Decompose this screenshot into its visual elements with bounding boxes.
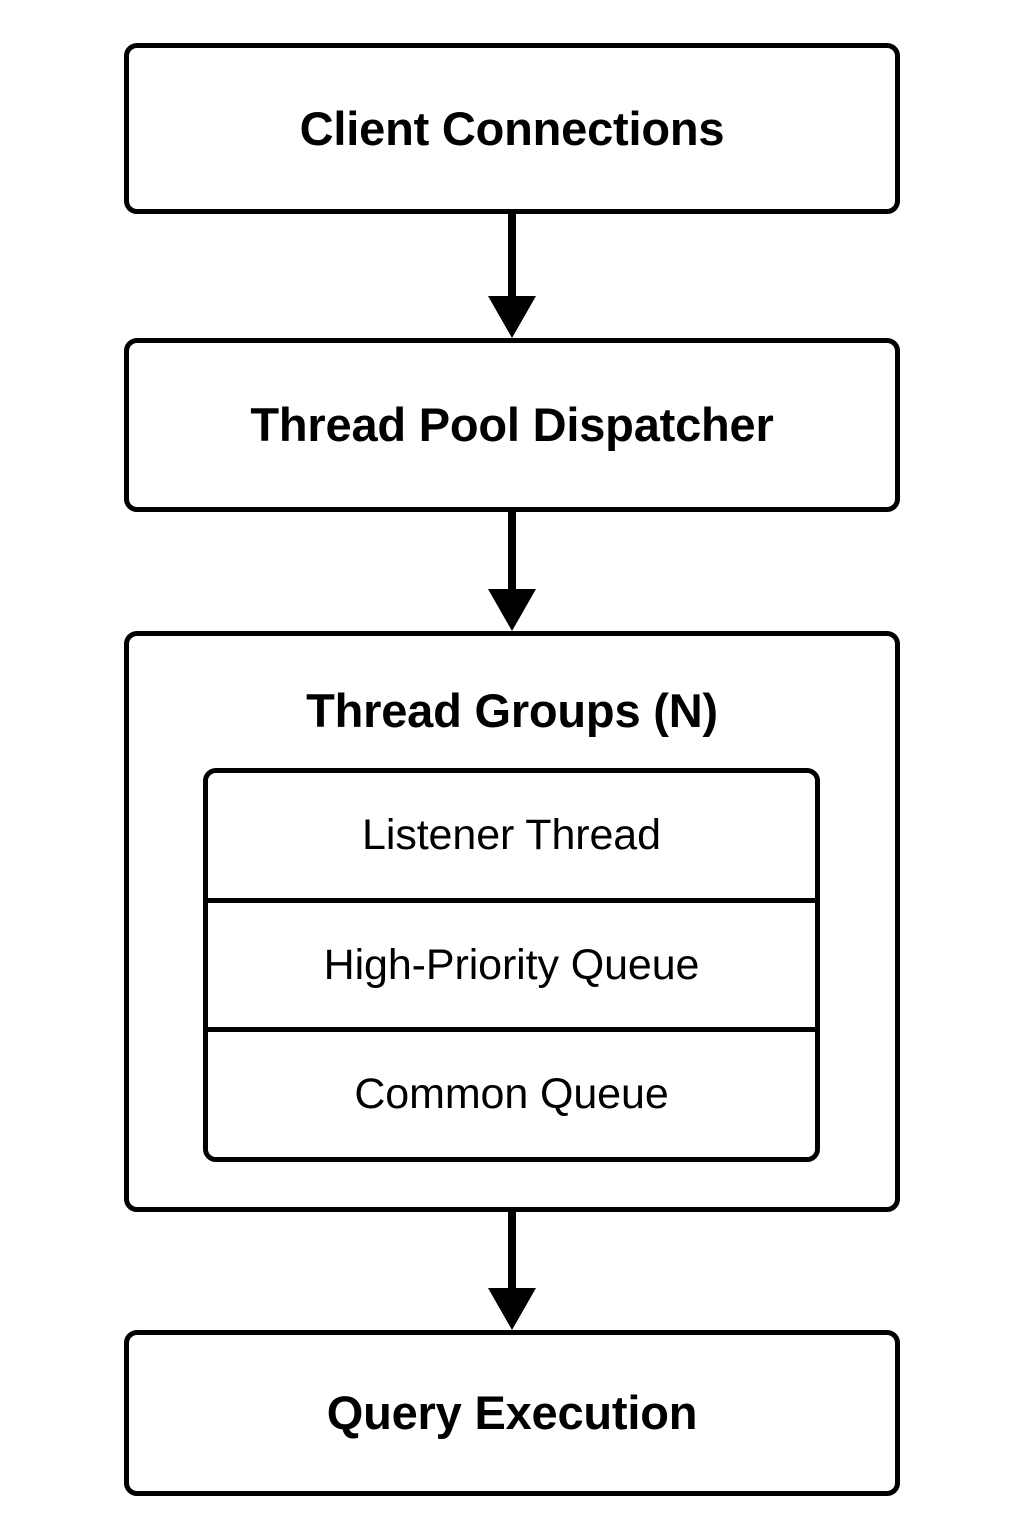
node-client-connections[interactable]: Client Connections — [124, 43, 900, 214]
arrow-client-to-dispatcher-icon — [488, 214, 536, 338]
arrow-dispatcher-to-thread-groups — [0, 512, 1024, 631]
node-client-connections-label: Client Connections — [299, 101, 725, 155]
subnode-high-priority-queue-label: High-Priority Queue — [323, 940, 700, 989]
subnode-common-queue-label: Common Queue — [354, 1070, 669, 1119]
arrow-thread-groups-to-query-execution-icon — [488, 1212, 536, 1330]
node-query-execution[interactable]: Query Execution — [124, 1330, 900, 1496]
arrow-client-to-dispatcher — [0, 214, 1024, 338]
node-thread-pool-dispatcher[interactable]: Thread Pool Dispatcher — [124, 338, 900, 512]
subnode-high-priority-queue[interactable]: High-Priority Queue — [208, 902, 815, 1033]
subnode-listener-thread-label: Listener Thread — [362, 810, 661, 859]
node-thread-pool-dispatcher-label: Thread Pool Dispatcher — [250, 398, 774, 452]
arrow-dispatcher-to-thread-groups-icon — [488, 512, 536, 631]
subnode-common-queue[interactable]: Common Queue — [208, 1032, 815, 1157]
subnode-listener-thread[interactable]: Listener Thread — [208, 773, 815, 903]
node-query-execution-label: Query Execution — [326, 1386, 698, 1440]
arrow-thread-groups-to-query-execution — [0, 1212, 1024, 1330]
node-thread-groups[interactable]: Thread Groups (N) Listener Thread High-P… — [124, 631, 900, 1212]
thread-group-internals-container: Listener Thread High-Priority Queue Comm… — [203, 768, 820, 1162]
node-thread-groups-label: Thread Groups (N) — [306, 684, 718, 737]
